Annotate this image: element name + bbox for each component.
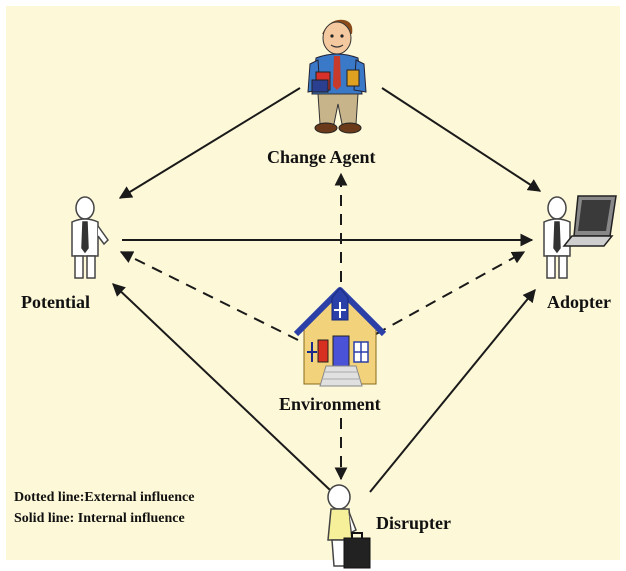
change-agent-label: Change Agent	[267, 147, 376, 167]
edge-disrupter-to-adopter	[369, 288, 536, 493]
edge-disrupter-to-potential	[112, 283, 331, 491]
potential-label: Potential	[21, 292, 90, 312]
legend-dotted-line: Dotted line:External influence	[14, 490, 195, 505]
environment-house-icon	[293, 287, 387, 387]
diagram-background	[6, 6, 620, 560]
disrupter-label: Disrupter	[376, 513, 451, 533]
edge-environment-to-potential	[119, 251, 299, 341]
change-agent-figure	[307, 19, 367, 134]
potential-figure	[71, 196, 109, 279]
adopter-label: Adopter	[547, 292, 611, 312]
edge-change-agent-to-adopter	[381, 87, 542, 192]
edge-environment-to-adopter	[375, 251, 526, 335]
environment-label: Environment	[279, 394, 381, 414]
edge-change-agent-to-potential	[118, 87, 301, 199]
legend-solid-line: Solid line: Internal influence	[14, 511, 185, 526]
disrupter-figure	[327, 484, 371, 569]
adopter-figure	[543, 195, 617, 279]
